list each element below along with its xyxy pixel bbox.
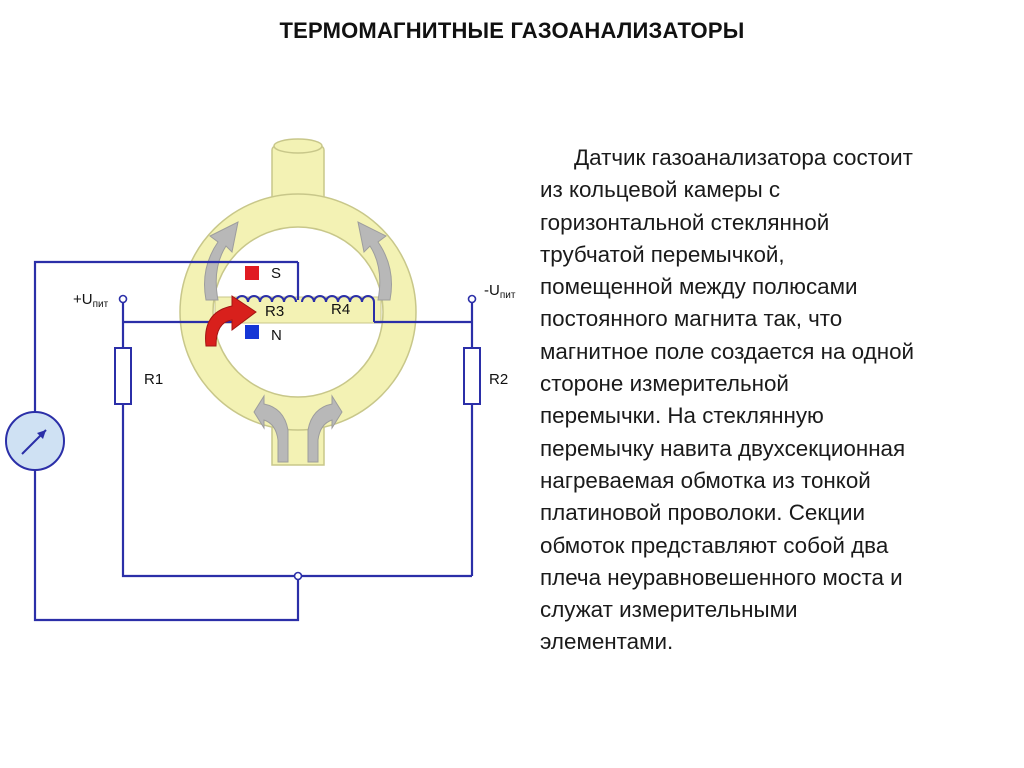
description-line: перемычку навита двухсекционная	[540, 435, 906, 461]
slide-title: ТЕРМОМАГНИТНЫЕ ГАЗОАНАЛИЗАТОРЫ	[279, 18, 745, 43]
r4-label: R4	[331, 301, 350, 318]
r3-label: R3	[265, 303, 284, 320]
description-line: элементами.	[540, 629, 674, 655]
description-line: помещенной между полюсами	[540, 274, 858, 300]
description-line: из кольцевой камеры с	[540, 177, 781, 203]
description-line: плеча неуравновешенного моста и	[540, 564, 903, 590]
description-line: горизонтальной стеклянной	[540, 209, 830, 235]
magnet-pole-n-icon	[245, 325, 259, 339]
terminals	[118, 294, 477, 581]
r2-label: R2	[489, 371, 508, 388]
supply-minus-terminal	[467, 294, 477, 304]
description-line: магнитное поле создается на одной	[540, 338, 915, 364]
description-line: постоянного магнита так, что	[540, 306, 843, 332]
description-line: стороне измерительной	[540, 371, 789, 397]
winding-r3	[235, 295, 297, 322]
description-line: Датчик газоанализатора состоит	[574, 145, 913, 170]
supply-plus-label: +Uпит	[73, 291, 109, 310]
description-line: трубчатой перемычкой,	[540, 241, 785, 267]
description-line: служат измерительными	[540, 597, 798, 623]
annular-chamber	[179, 138, 417, 466]
description-line: обмоток представляют собой два	[540, 532, 889, 558]
description-line: платиновой проволоки. Секции	[540, 500, 865, 526]
supply-plus-terminal	[118, 294, 128, 304]
gas-analyzer-diagram: +Uпит -Uпит R1 R2 R3 R4 S N	[5, 138, 516, 622]
heated-flow-arrow-icon	[205, 295, 257, 347]
galvanometer-icon	[5, 411, 65, 471]
winding-r4	[301, 295, 375, 322]
supply-minus-label: -Uпит	[484, 282, 516, 301]
description-line: перемычки. На стеклянную	[540, 403, 824, 429]
magnet-pole-s-icon	[245, 266, 259, 280]
description-text: Датчик газоанализатора состоит из кольце…	[540, 142, 1000, 659]
pole-n-label: N	[271, 327, 282, 344]
description-line: нагреваемая обмотка из тонкой	[540, 467, 871, 493]
bridge-node	[293, 571, 303, 581]
resistor-r2	[463, 347, 481, 405]
r1-label: R1	[144, 371, 163, 388]
resistor-r1	[114, 347, 132, 405]
circuit-wires	[33, 260, 474, 622]
flow-arrow-icon	[204, 221, 392, 463]
pole-s-label: S	[271, 265, 281, 282]
upper-tube-opening	[273, 138, 323, 154]
